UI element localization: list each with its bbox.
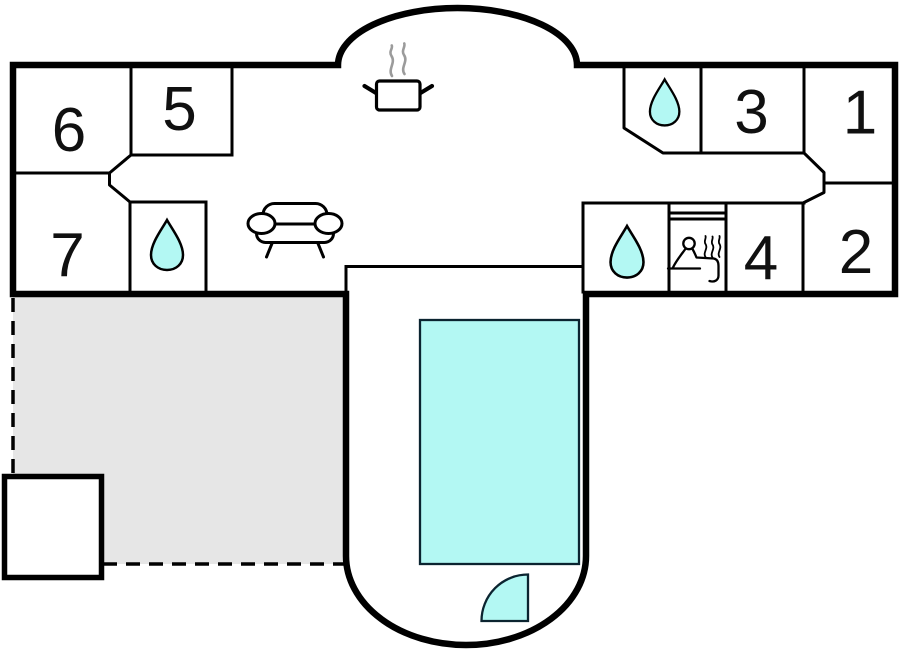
room-7-label: 7 xyxy=(50,221,84,290)
sofa-icon xyxy=(246,202,344,259)
room-5-label: 5 xyxy=(162,75,196,144)
room-3-label: 3 xyxy=(734,78,768,147)
pool xyxy=(418,318,581,566)
sauna-steam-icon xyxy=(703,235,722,259)
sauna-person-body xyxy=(666,247,720,283)
door-swing-icon xyxy=(480,573,530,623)
storage-box xyxy=(1,473,105,581)
room-6-label: 6 xyxy=(52,96,86,165)
pot-handles xyxy=(362,83,435,96)
sauna-person-icon xyxy=(666,235,722,283)
cooking-pot-icon xyxy=(362,42,435,112)
sauna-person-head xyxy=(682,236,696,251)
steam-icon xyxy=(389,42,407,78)
terrace-dashed-border xyxy=(11,298,345,566)
room-2-label: 2 xyxy=(839,218,873,287)
pot-body xyxy=(374,79,422,112)
sofa-armrest-right xyxy=(313,212,344,235)
room-4-label: 4 xyxy=(744,224,778,293)
sofa-armrest-left xyxy=(246,212,277,235)
interior-walls xyxy=(11,63,897,293)
room-1-label: 1 xyxy=(843,79,877,148)
